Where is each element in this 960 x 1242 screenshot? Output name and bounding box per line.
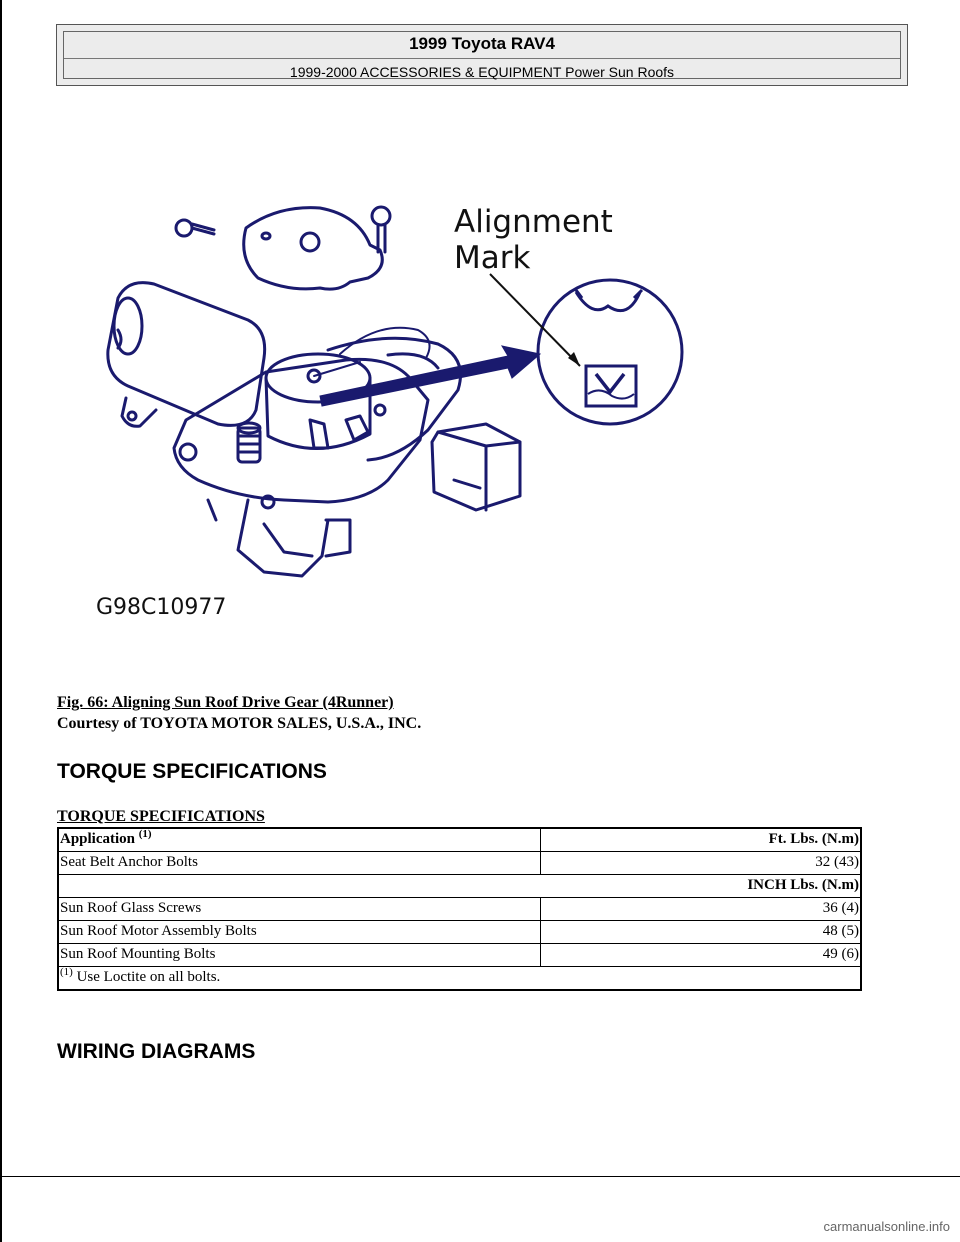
figure-caption: Fig. 66: Aligning Sun Roof Drive Gear (4…	[57, 694, 394, 711]
row-application: Sun Roof Mounting Bolts	[57, 943, 542, 967]
inch-header: INCH Lbs. (N.m)	[57, 874, 862, 898]
callout-alignment: Alignment	[454, 204, 613, 240]
gear-cover-plate	[242, 206, 384, 291]
callout-leader	[489, 273, 581, 367]
header-frame: 1999 Toyota RAV4 1999-2000 ACCESSORIES &…	[63, 31, 901, 80]
footnote-cell: (1) Use Loctite on all bolts.	[57, 966, 862, 991]
table-row: Seat Belt Anchor Bolts 32 (43)	[57, 851, 862, 875]
pinion-gear	[236, 421, 262, 464]
footer-divider	[0, 1176, 960, 1177]
table-row: Sun Roof Mounting Bolts 49 (6)	[57, 943, 862, 967]
figure-courtesy: Courtesy of TOYOTA MOTOR SALES, U.S.A., …	[57, 715, 422, 732]
section-heading-torque: TORQUE SPECIFICATIONS	[57, 760, 327, 783]
table-footnote-row: (1) Use Loctite on all bolts.	[57, 966, 862, 991]
header-subtitle: 1999-2000 ACCESSORIES & EQUIPMENT Power …	[289, 64, 675, 80]
table-subheader-row: INCH Lbs. (N.m)	[57, 874, 862, 898]
row-value: 49 (6)	[540, 943, 862, 967]
row-value: 36 (4)	[540, 897, 862, 921]
header-divider	[64, 58, 900, 59]
row-application: Sun Roof Motor Assembly Bolts	[57, 920, 542, 944]
header-title: 1999 Toyota RAV4	[409, 34, 555, 53]
row-application: Sun Roof Glass Screws	[57, 897, 542, 921]
row-value: 48 (5)	[540, 920, 862, 944]
screw-left-part	[174, 218, 216, 238]
header-application: Application	[60, 831, 136, 847]
watermark: carmanualsonline.info	[823, 1219, 950, 1234]
footnote-text: Use Loctite on all bolts.	[76, 969, 221, 985]
table-row: Sun Roof Glass Screws 36 (4)	[57, 897, 862, 921]
base-plate	[172, 357, 430, 504]
alignment-arrow	[319, 345, 542, 407]
connector-box	[430, 422, 522, 512]
table-title: TORQUE SPECIFICATIONS	[57, 808, 265, 825]
header-application-cell: Application (1)	[57, 827, 542, 852]
header-units: Ft. Lbs. (N.m)	[540, 827, 862, 852]
header-note-mark: (1)	[138, 828, 152, 840]
lower-bracket	[236, 498, 330, 578]
motor-body	[106, 281, 267, 427]
table-row: Sun Roof Motor Assembly Bolts 48 (5)	[57, 920, 862, 944]
callout-mark: Mark	[454, 240, 530, 276]
bolt-top-part	[370, 205, 392, 254]
table-header-row: Application (1) Ft. Lbs. (N.m)	[57, 827, 862, 852]
sunroof-drive-gear-figure: Alignment Mark G98C10977	[96, 204, 684, 620]
footnote-mark: (1)	[60, 966, 73, 978]
page-left-border	[0, 0, 2, 1242]
alignment-detail-circle	[536, 278, 684, 426]
row-value: 32 (43)	[540, 851, 862, 875]
section-heading-wiring: WIRING DIAGRAMS	[57, 1040, 256, 1063]
page-header: 1999 Toyota RAV4 1999-2000 ACCESSORIES &…	[56, 24, 908, 86]
torque-spec-table: Application (1) Ft. Lbs. (N.m) Seat Belt…	[57, 827, 862, 991]
figure-code: G98C10977	[96, 595, 226, 620]
row-application: Seat Belt Anchor Bolts	[57, 851, 542, 875]
